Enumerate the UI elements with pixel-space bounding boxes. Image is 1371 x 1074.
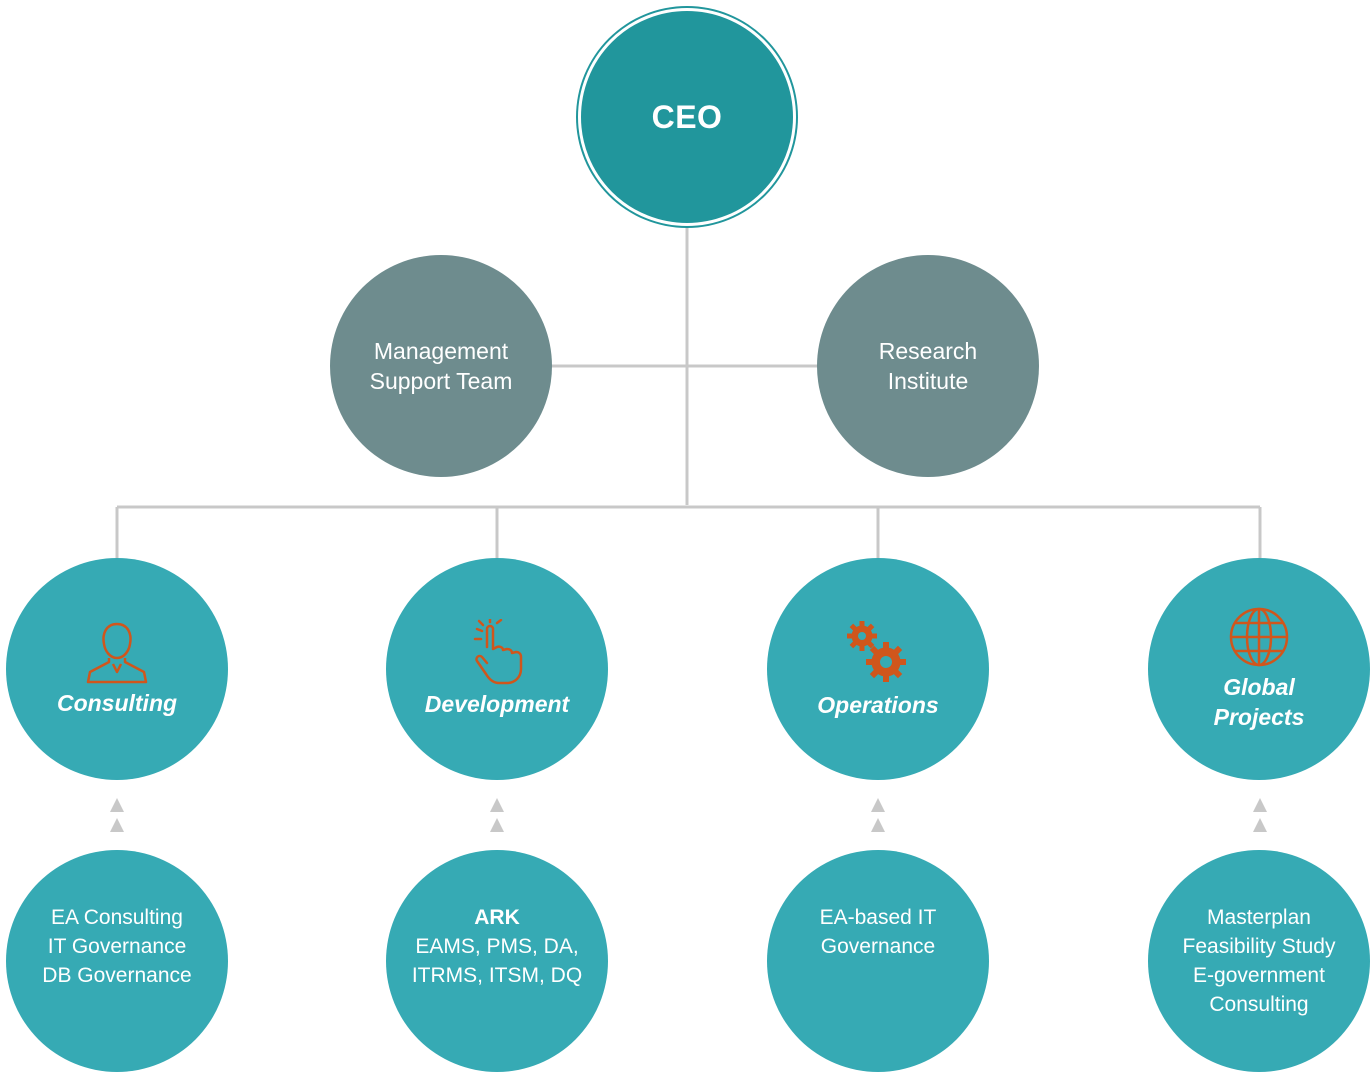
ceo-node: CEO	[578, 8, 796, 226]
detail-line: Feasibility Study	[1182, 935, 1336, 958]
global-projects-node: Global Projects	[1148, 558, 1370, 780]
node-label-line: Institute	[887, 368, 969, 394]
detail-line: Consulting	[1209, 993, 1309, 1016]
detail-line: EAMS, PMS, DA,	[415, 934, 579, 958]
detail-line: Masterplan	[1207, 906, 1311, 929]
operations-node: Operations	[767, 558, 989, 780]
person-icon	[86, 622, 148, 684]
detail-line: Governance	[820, 934, 936, 958]
up-arrow-icon	[490, 798, 504, 832]
consulting-detail-node: EA Consulting IT Governance DB Governanc…	[6, 850, 228, 1072]
globe-icon	[1229, 607, 1289, 667]
management-support-team-node: Management Support Team	[330, 255, 552, 477]
department-title: Development	[424, 691, 570, 717]
ceo-label: CEO	[651, 98, 723, 135]
gears-icon	[847, 621, 906, 682]
department-title: Operations	[817, 692, 939, 718]
node-label-line: Support Team	[369, 368, 513, 394]
detail-line: EA-based IT	[819, 905, 937, 929]
detail-line: E-government	[1193, 964, 1325, 987]
up-arrow-icon	[110, 798, 124, 832]
up-arrow-icon	[1253, 798, 1267, 832]
detail-line: ITRMS, ITSM, DQ	[411, 963, 583, 987]
consulting-node: Consulting	[6, 558, 228, 780]
department-title: Consulting	[56, 690, 178, 716]
department-title: Projects	[1213, 704, 1305, 730]
detail-line: DB Governance	[42, 963, 192, 987]
detail-line: EA Consulting	[51, 905, 183, 929]
detail-heading: ARK	[474, 905, 520, 929]
hand-click-icon	[473, 619, 523, 685]
development-node: Development	[386, 558, 608, 780]
node-label-line: Management	[373, 338, 509, 364]
global-projects-detail-node: Masterplan Feasibility Study E-governmen…	[1148, 850, 1370, 1072]
research-institute-node: Research Institute	[817, 255, 1039, 477]
node-label-line: Research	[878, 338, 978, 364]
up-arrow-icon	[871, 798, 885, 832]
development-detail-node: ARK EAMS, PMS, DA, ITRMS, ITSM, DQ	[386, 850, 608, 1072]
detail-line: IT Governance	[47, 934, 187, 958]
operations-detail-node: EA-based IT Governance	[767, 850, 989, 1072]
department-title: Global	[1223, 674, 1295, 700]
